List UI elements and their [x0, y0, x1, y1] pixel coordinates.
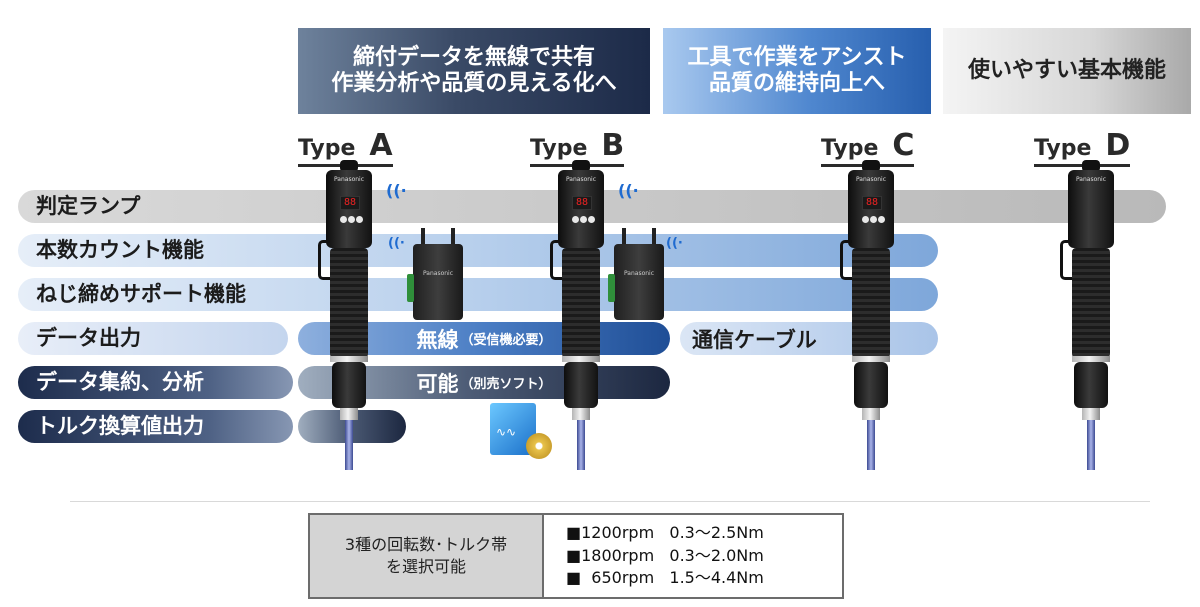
spec-values: ■1200rpm 0.3～2.5Nm ■1800rpm 0.3～2.0Nm ■ … [544, 515, 842, 597]
header-banner-wireless-data: 締付データを無線で共有 作業分析や品質の見える化へ [298, 28, 650, 114]
display-readout: 88 [572, 196, 592, 210]
spec-line: ■1800rpm 0.3～2.0Nm [566, 545, 764, 565]
cable-pill: 通信ケーブル [680, 322, 938, 355]
feature-row-bar [18, 410, 293, 443]
feature-row-bar [18, 366, 293, 399]
header-banner-line: 品質の維持向上へ [708, 71, 885, 96]
type-letter: C [892, 128, 915, 163]
spec-table: 3種の回転数･トルク帯 を選択可能 ■1200rpm 0.3～2.5Nm ■18… [308, 513, 844, 599]
screwdriver-type-c: Panasonic 88 [840, 160, 902, 480]
type-letter: B [601, 128, 625, 163]
spec-caption-line: を選択可能 [385, 557, 466, 576]
type-letter: D [1105, 128, 1131, 163]
wireless-note: （受信機必要） [460, 333, 552, 348]
feature-row-bar [18, 322, 288, 355]
feature-label: 本数カウント機能 [36, 238, 204, 262]
wifi-icon: ((· [618, 181, 639, 200]
brand-label: Panasonic [333, 176, 365, 183]
feature-row-bar [18, 234, 938, 267]
software-package-icon: ∿∿ [490, 403, 552, 459]
brand-label: Panasonic [623, 270, 655, 277]
type-prefix: Type [1034, 136, 1092, 161]
spec-caption-line: 3種の回転数･トルク帯 [344, 535, 508, 555]
wireless-label: 無線 [416, 327, 459, 352]
screwdriver-type-d: Panasonic [1060, 160, 1122, 480]
feature-label: ねじ締めサポート機能 [36, 282, 246, 306]
header-banner-line: 締付データを無線で共有 [352, 44, 595, 70]
header-banner-line: 工具で作業をアシスト [687, 44, 907, 70]
wifi-icon: ((· [666, 236, 683, 251]
type-prefix: Type [821, 136, 879, 161]
display-readout: 88 [862, 196, 882, 210]
display-readout: 88 [340, 196, 360, 210]
analysis-note: （別売ソフト） [460, 377, 552, 392]
feature-row-bar [18, 278, 938, 311]
type-prefix: Type [530, 136, 588, 161]
brand-label: Panasonic [855, 176, 887, 183]
spec-caption: 3種の回転数･トルク帯 を選択可能 [310, 515, 544, 597]
screwdriver-type-a: Panasonic 88 [318, 160, 380, 480]
spec-line: ■ 650rpm 1.5～4.4Nm [566, 568, 764, 588]
spec-line: ■1200rpm 0.3～2.5Nm [566, 523, 764, 543]
receiver-unit: Panasonic [407, 228, 463, 320]
brand-label: Panasonic [422, 270, 454, 277]
brand-label: Panasonic [565, 176, 597, 183]
analysis-label: 可能 [416, 371, 459, 396]
brand-label: Panasonic [1075, 176, 1107, 183]
header-banner-line: 使いやすい基本機能 [967, 57, 1166, 83]
cable-label: 通信ケーブル [692, 327, 817, 352]
wifi-icon: ((· [388, 236, 405, 251]
type-prefix: Type [298, 136, 356, 161]
feature-label: トルク換算値出力 [36, 414, 204, 438]
header-banner-line: 作業分析や品質の見える化へ [331, 71, 617, 96]
type-letter: A [369, 128, 393, 163]
feature-label: データ集約、分析 [36, 370, 204, 394]
header-banner-basic: 使いやすい基本機能 [943, 28, 1191, 114]
receiver-unit: Panasonic [608, 228, 664, 320]
divider [70, 501, 1150, 502]
screwdriver-type-b: Panasonic 88 [550, 160, 612, 480]
header-banner-assist: 工具で作業をアシスト 品質の維持向上へ [663, 28, 931, 114]
feature-label: データ出力 [36, 326, 141, 350]
wifi-icon: ((· [386, 181, 407, 200]
feature-label: 判定ランプ [36, 194, 141, 218]
